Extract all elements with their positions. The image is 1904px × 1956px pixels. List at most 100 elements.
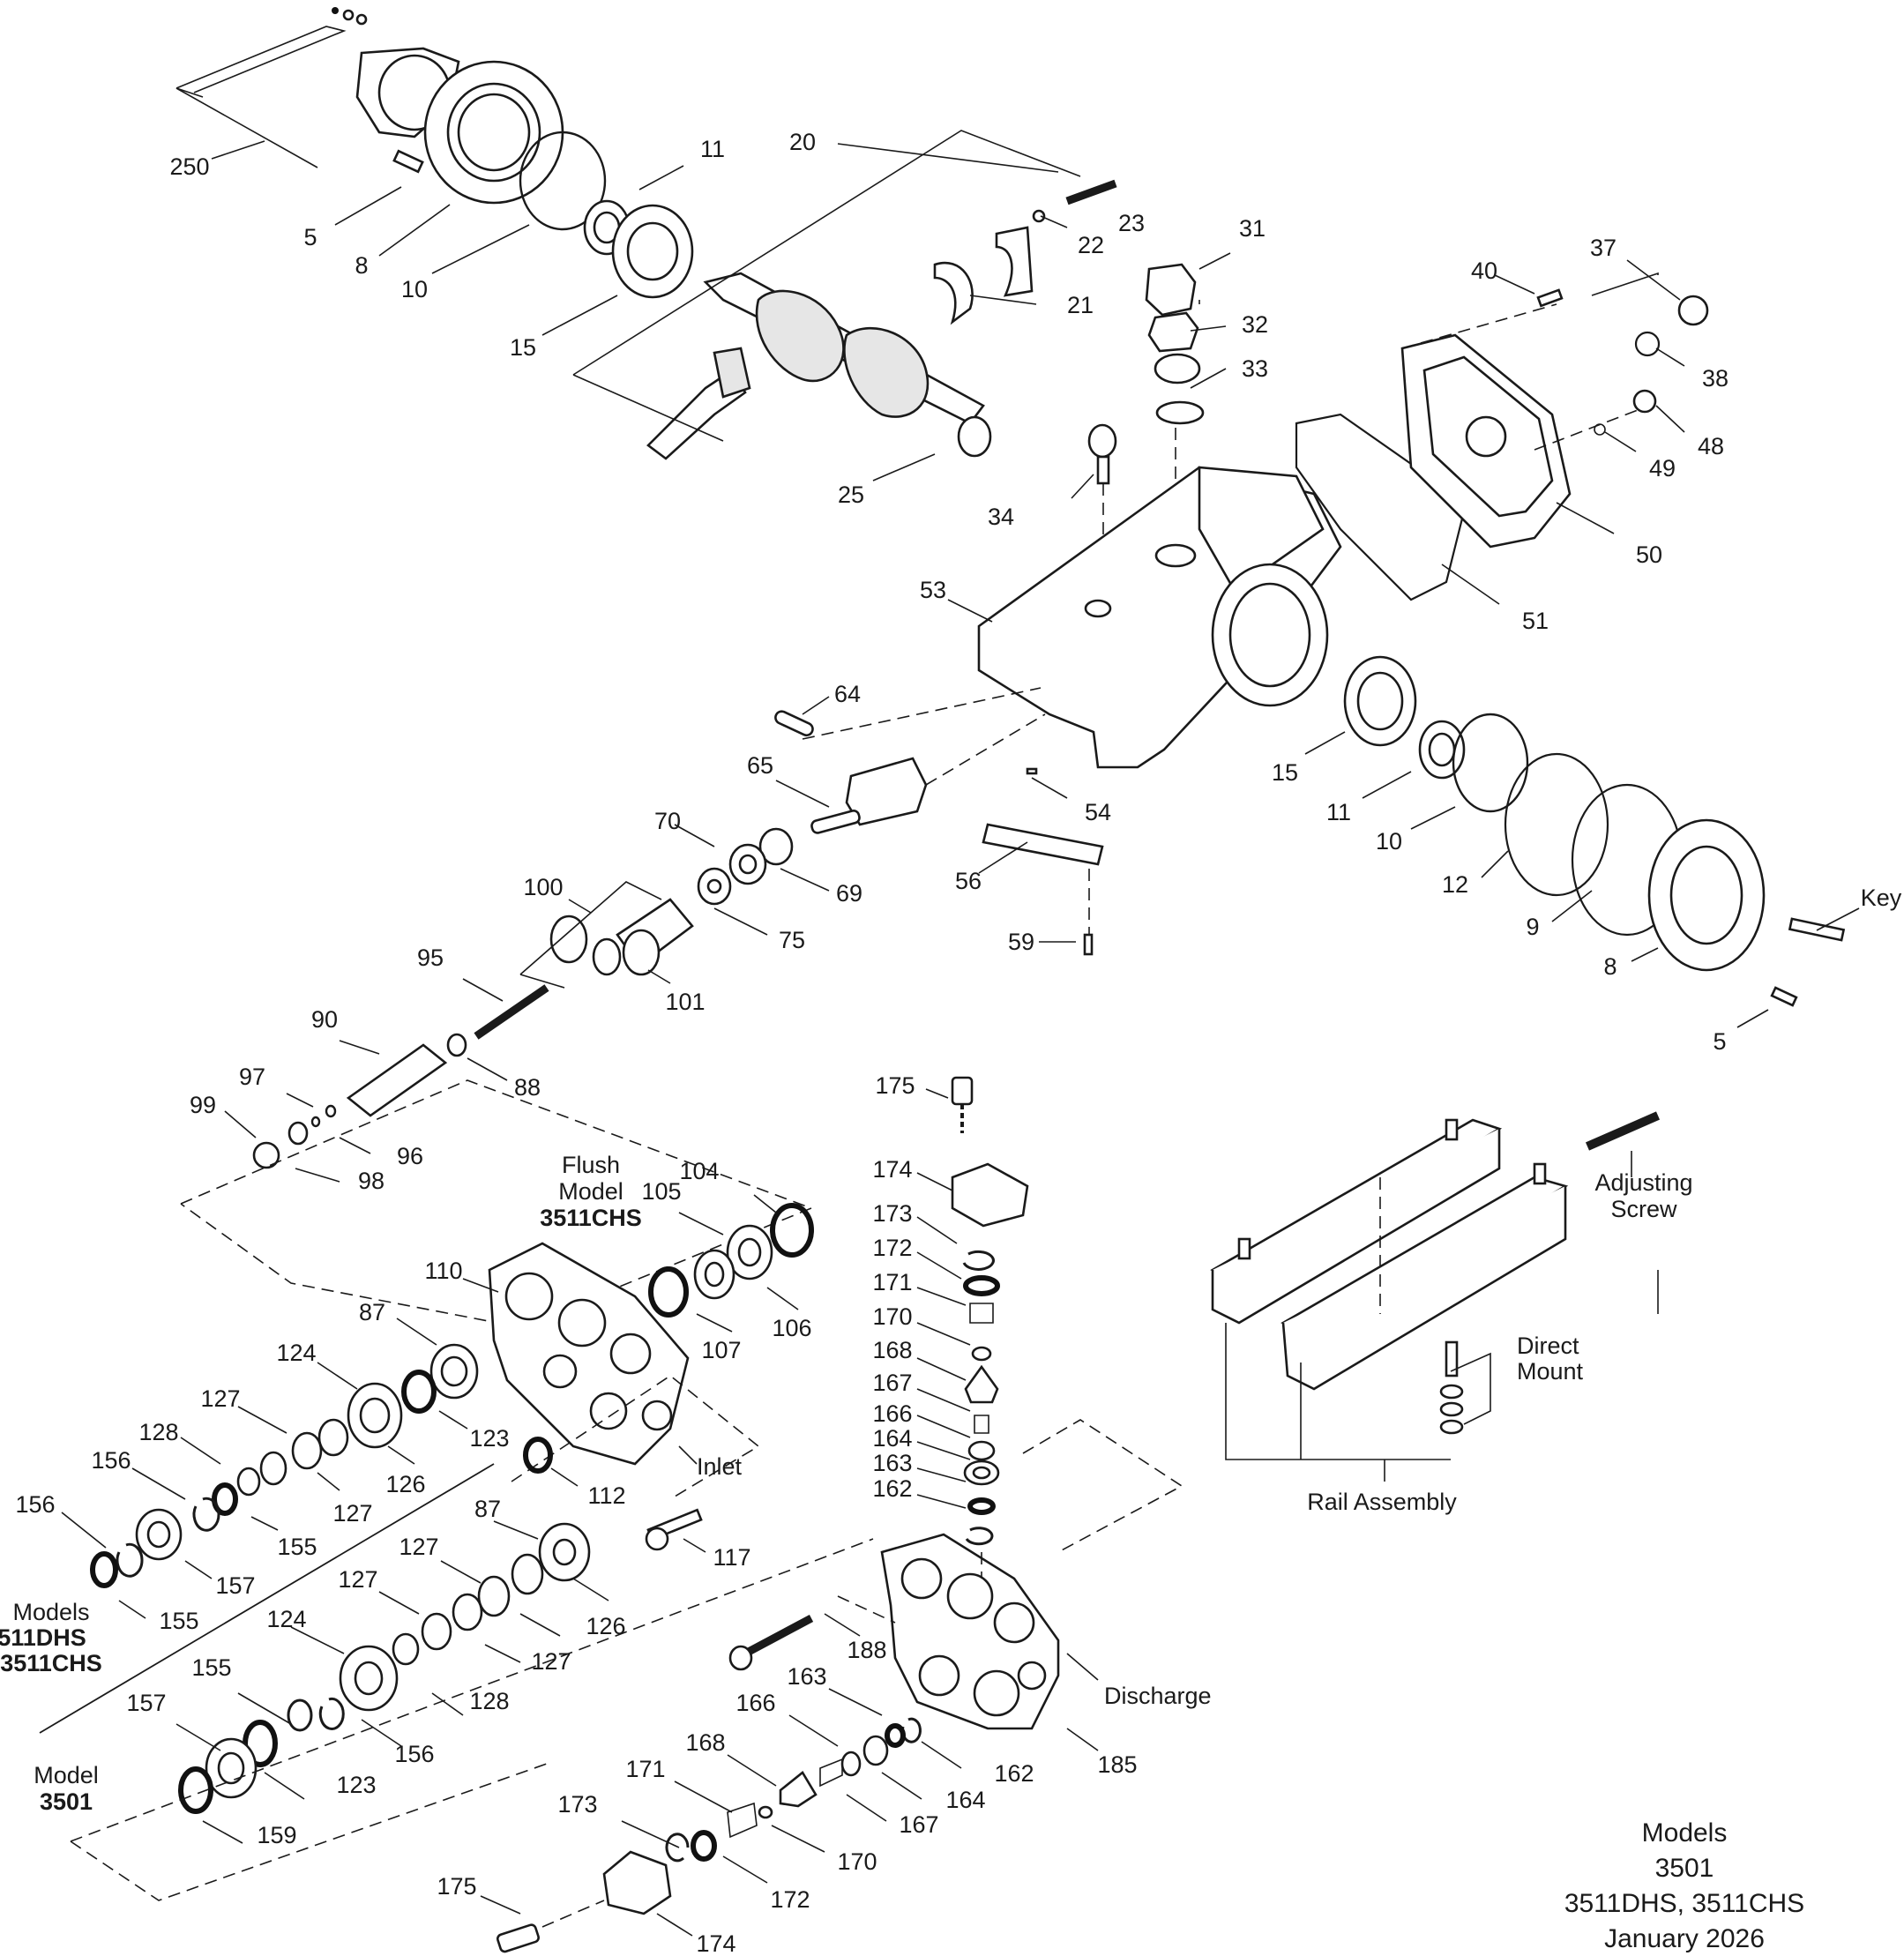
part-callouts: 250 5 8 10 11 15 20 23 22 21 25 31 32 33… [15,129,1901,1956]
callout: 75 [779,927,805,953]
callout: 156 [91,1447,131,1474]
callout: 96 [397,1143,423,1169]
callout: 171 [872,1269,912,1295]
callout: 163 [787,1663,826,1690]
callout: 8 [355,252,368,279]
callout: 128 [138,1419,178,1445]
callout: 250 [169,153,209,180]
callout: 156 [15,1491,55,1518]
callout: 171 [625,1756,665,1782]
direct-mount-label: Direct [1517,1333,1579,1359]
callout: 162 [872,1475,912,1502]
callout: 97 [239,1064,265,1090]
callout: 56 [955,868,982,894]
callout: 38 [1702,365,1729,392]
callout: 117 [713,1544,750,1571]
callout: 172 [872,1235,912,1261]
callout: 48 [1698,433,1724,459]
callout: 126 [586,1613,625,1639]
footer-line: 3511DHS, 3511CHS [1564,1889,1804,1918]
callout: 127 [200,1385,240,1412]
diagram-notes: Inlet Discharge Flush Model 3511CHS Mode… [0,1152,1693,1815]
callout: 164 [945,1787,985,1813]
callout: 100 [523,874,563,900]
flush-model-label: 3511CHS [540,1205,642,1231]
callout: 106 [772,1315,811,1341]
callout: 104 [679,1158,719,1184]
footer-line: 3501 [1655,1854,1714,1883]
callout: 8 [1603,953,1617,980]
callout: 185 [1097,1751,1137,1778]
callout: 188 [847,1637,886,1663]
callout: 156 [394,1741,434,1767]
model-3501-label: 3501 [40,1788,93,1815]
callout: 101 [665,989,705,1015]
callout: 128 [469,1688,509,1714]
callout: 124 [276,1340,316,1366]
callout: 20 [789,129,816,155]
callout: 5 [1713,1028,1726,1055]
callout: 162 [994,1760,1034,1787]
callout: 123 [336,1772,376,1798]
callout: 157 [215,1572,255,1599]
callout: 170 [872,1303,912,1330]
callout: 163 [872,1450,912,1476]
callout: 175 [875,1072,915,1099]
footer-date: January 2026 [1604,1924,1765,1953]
callout: 31 [1239,215,1266,242]
crankcase-assembly [175,7,1846,1169]
callout: 87 [474,1496,501,1522]
callout: 173 [872,1200,912,1227]
flush-label: Model [558,1178,623,1205]
flush-label: Flush [562,1152,620,1178]
callout: 51 [1522,608,1549,634]
callout: 53 [920,577,946,603]
callout: 33 [1242,355,1268,382]
callout: 69 [836,880,862,907]
callout: 112 [587,1482,625,1509]
callout: 21 [1067,292,1094,318]
inlet-label: Inlet [697,1453,743,1480]
callout: 90 [311,1006,338,1033]
callout: 105 [641,1178,681,1205]
callout: 127 [531,1648,571,1675]
callout: 166 [872,1400,912,1427]
callout: 126 [385,1471,425,1497]
callout: 64 [834,681,861,707]
callout: 15 [1272,759,1298,786]
callout: 25 [838,482,864,508]
callout: 159 [257,1822,296,1848]
callout: 11 [700,136,725,162]
callout: 23 [1118,210,1145,236]
callout: 15 [510,334,536,361]
callout: 9 [1526,914,1539,940]
callout: 32 [1242,311,1268,338]
callout: 127 [399,1534,438,1560]
callout: 157 [126,1690,166,1716]
callout: 168 [685,1729,725,1756]
callout: 167 [872,1370,912,1396]
callout: 37 [1590,235,1617,261]
callout: 54 [1085,799,1111,825]
rail-assembly-label: Rail Assembly [1307,1489,1457,1515]
callout: 174 [696,1930,735,1956]
callout: 123 [469,1425,509,1452]
callout: 155 [277,1534,317,1560]
models-label: 3511CHS [0,1650,102,1676]
callout: 12 [1442,871,1468,898]
callout: 164 [872,1425,912,1452]
callout: 168 [872,1337,912,1363]
adjusting-screw-label: Adjusting [1594,1169,1692,1196]
callout: 174 [872,1156,912,1183]
callout: 173 [557,1791,597,1818]
manifold-assembly [39,1076,1183,1953]
callout: 95 [417,944,444,971]
models-label: 3511DHS [0,1624,86,1651]
model-3501-label: Model [34,1762,99,1788]
callout: Key [1861,885,1902,911]
callout: 70 [654,808,681,834]
callout: 87 [359,1299,385,1325]
callout: 124 [266,1606,306,1632]
callout: 127 [338,1566,377,1593]
